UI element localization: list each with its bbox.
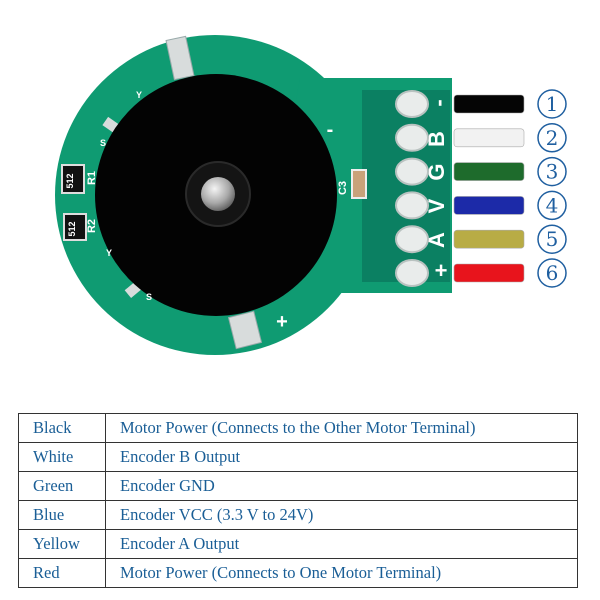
wire-color-cell: Blue [18, 500, 106, 530]
label-pin-plus: + [435, 258, 448, 283]
wire-color-cell: Red [18, 558, 106, 588]
connector-pin [395, 157, 429, 186]
pad-top [165, 35, 195, 81]
wire-number-label: 6 [546, 261, 559, 285]
label-pin-v: V [424, 198, 449, 213]
wire-number-circle [537, 123, 567, 153]
wire-color-cell: Green [18, 471, 106, 501]
label-motor-minus: - [327, 119, 334, 141]
capacitor-c3 [351, 169, 367, 199]
wire-color-cell: Yellow [18, 529, 106, 559]
resistor-r2 [63, 213, 87, 241]
wire [453, 94, 525, 114]
connector-pin [395, 123, 429, 152]
wire-function-text: Motor Power (Connects to the Other Motor… [120, 418, 476, 437]
connector-pin [395, 259, 429, 287]
wire-number-label: 1 [546, 92, 559, 116]
wire-function-note: (3.3 V to 24V) [216, 505, 314, 524]
pad-bottom [227, 310, 263, 350]
wire-function-cell: Encoder A Output [105, 529, 578, 559]
silkscreen: 512 512 R1 R2 C3 S Y Y S + - - B G V A + [65, 90, 451, 333]
label-r1-value: 512 [65, 173, 75, 188]
wire-function-table: Black Motor Power (Connects to the Other … [18, 413, 578, 588]
label-y-top: Y [136, 90, 142, 100]
wire-function-text: Encoder B Output [120, 447, 241, 466]
wire [453, 196, 525, 215]
wire-number-circle [537, 258, 567, 288]
wire-number-circle [537, 89, 567, 119]
table-row: Black Motor Power (Connects to the Other … [18, 413, 578, 443]
label-r2-value: 512 [67, 221, 77, 236]
label-r2: R2 [86, 219, 98, 233]
wire-number-label: 3 [546, 160, 559, 184]
label-s-bottom: S [146, 292, 152, 302]
wire-harness: 1 2 3 4 5 6 [395, 89, 567, 288]
connector-block [362, 90, 450, 282]
motor-shaft [201, 177, 235, 211]
wire-color-cell: White [18, 442, 106, 472]
wire-function-text: Encoder VCC [120, 505, 217, 524]
wire-number-label: 4 [546, 193, 559, 217]
wire-function-cell: Encoder GND [105, 471, 578, 501]
motor-encoder-diagram: 512 512 R1 R2 C3 S Y Y S + - - B G V A +… [55, 35, 567, 355]
wire-color-cell: Black [18, 413, 106, 443]
wire [453, 162, 525, 181]
wire-function-cell: Encoder B Output [105, 442, 578, 472]
label-pin-g: G [424, 163, 449, 180]
label-c3: C3 [337, 181, 349, 195]
table-row: Red Motor Power (Connects to One Motor Te… [18, 558, 578, 588]
wire-number-label: 5 [546, 227, 559, 251]
motor [95, 74, 337, 316]
resistor-r1 [61, 164, 85, 194]
wire-number-label: 2 [546, 126, 559, 150]
wire-function-cell: Motor Power (Connects to One Motor Termi… [105, 558, 578, 588]
wire-function-cell: Encoder VCC (3.3 V to 24V) [105, 500, 578, 530]
wire-number-circle [537, 156, 567, 187]
wire [453, 229, 525, 249]
label-motor-plus: + [276, 311, 288, 333]
label-pin-a: A [424, 232, 449, 248]
table-row: Green Encoder GND [18, 471, 578, 501]
label-pin-minus: - [426, 99, 451, 106]
wire-function-text: Motor Power (Connects to One Motor Termi… [120, 563, 442, 582]
table-row: Yellow Encoder A Output [18, 529, 578, 559]
wire [453, 263, 525, 283]
label-pin-b: B [424, 131, 449, 147]
wire [453, 128, 525, 148]
label-y-bottom: Y [106, 248, 112, 258]
connector-pin [395, 191, 429, 220]
label-s-top: S [100, 138, 106, 148]
wire-number-circle [537, 224, 567, 254]
wire-function-cell: Motor Power (Connects to the Other Motor… [105, 413, 578, 443]
wire-function-text: Encoder GND [120, 476, 215, 495]
table-row: White Encoder B Output [18, 442, 578, 472]
label-r1: R1 [86, 171, 98, 185]
wire-function-text: Encoder A Output [120, 534, 240, 553]
connector-pin [395, 225, 429, 254]
wire-number-circle [537, 190, 567, 221]
connector-pin [395, 90, 429, 118]
